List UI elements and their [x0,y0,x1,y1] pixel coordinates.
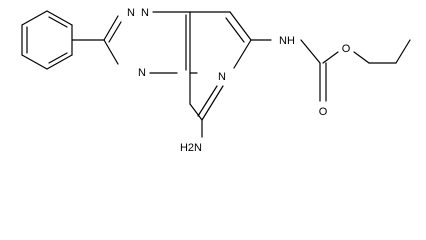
bond [108,21,122,43]
atom-labels: N N N N NH H2N O O [127,7,351,154]
bonds [21,10,411,138]
atom-label-pyridine-n: N [218,71,226,83]
bond [233,39,252,69]
atom-label-n4: N [138,67,146,79]
bond [197,85,218,117]
bond [103,39,119,65]
bond [48,16,68,28]
bond [46,10,73,26]
bond [225,17,245,43]
bond [201,85,224,121]
molecule-drawing: N N N N NH H2N O O [21,7,411,154]
atom-label-n1: N [127,7,135,19]
atom-label-nh: NH [279,35,295,47]
bond [229,11,252,41]
bond [189,103,203,121]
bond [46,54,73,70]
bond [395,39,411,64]
bond [322,51,339,64]
atom-label-amino: H2N [180,142,202,154]
atom-label-n2: N [141,7,149,19]
bond [300,39,321,64]
structure-diagram: N N N N NH H2N O O [21,7,411,154]
bond [21,10,48,26]
atom-label-ester-oxygen: O [342,43,351,55]
bond [103,15,119,41]
bond [353,51,370,64]
atom-label-carbonyl-oxygen: O [319,106,328,118]
bond [21,54,48,70]
bond [48,52,68,64]
